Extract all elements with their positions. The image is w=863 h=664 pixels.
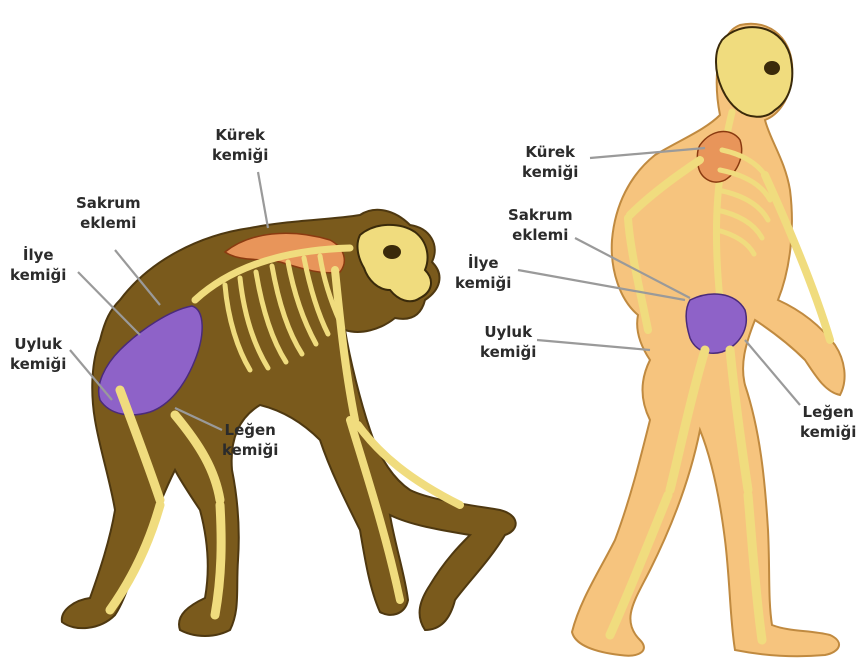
- human-eye-socket: [764, 61, 780, 75]
- human-label-pelvis: Leğen kemiği: [800, 402, 856, 442]
- human-femur-leader: [537, 340, 650, 350]
- human-label-scapula: Kürek kemiği: [522, 142, 578, 182]
- chimp-label-femur: Uyluk kemiği: [10, 334, 66, 374]
- human-pelvis-leader: [745, 340, 800, 405]
- chimp-label-scapula: Kürek kemiği: [212, 125, 268, 165]
- chimp-figure: [62, 210, 516, 636]
- chimp-eye-socket: [383, 245, 401, 259]
- human-label-femur: Uyluk kemiği: [480, 322, 536, 362]
- chimp-label-pelvis: Leğen kemiği: [222, 420, 278, 460]
- human-figure: [572, 24, 845, 656]
- human-label-sacrum: Sakrum eklemi: [508, 205, 573, 245]
- chimp-label-ilium: İlye kemiği: [10, 245, 66, 285]
- human-label-ilium: İlye kemiği: [455, 253, 511, 293]
- chimp-label-sacrum: Sakrum eklemi: [76, 193, 141, 233]
- chimp-scapula-leader: [258, 172, 268, 228]
